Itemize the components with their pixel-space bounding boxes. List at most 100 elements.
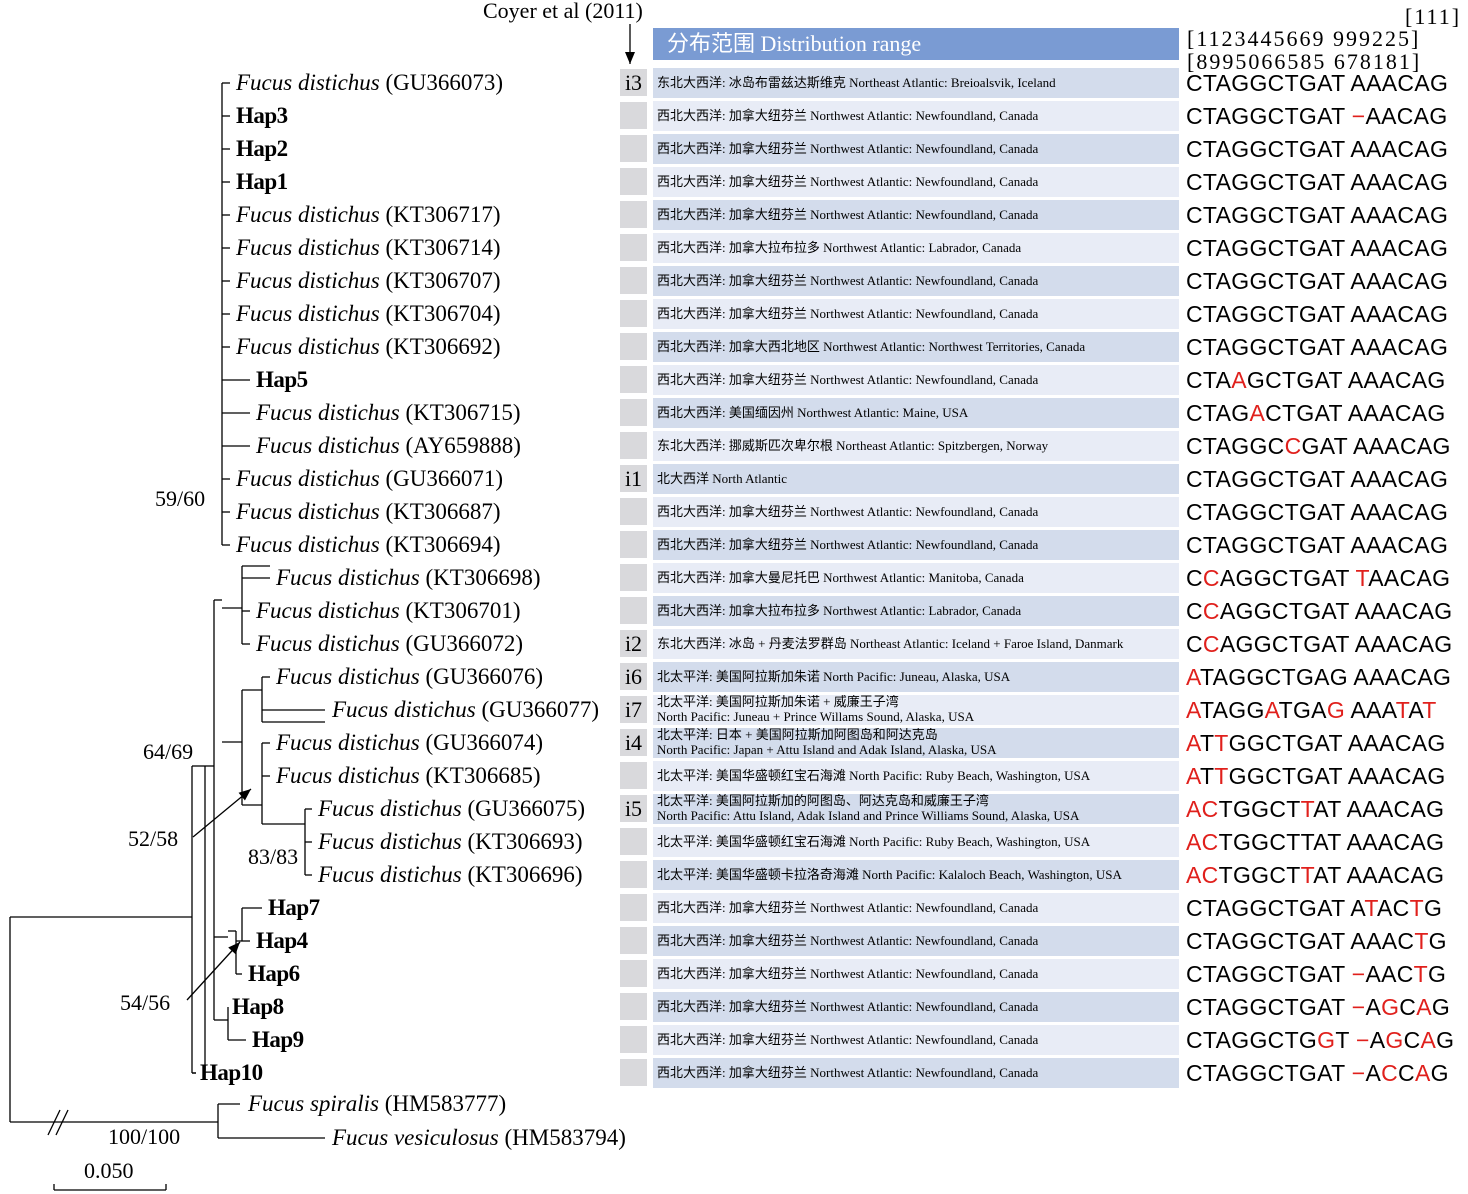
distribution-text: 北大西洋 North Atlantic: [657, 470, 787, 486]
distribution-cell: 西北大西洋: 加拿大纽芬兰 Northwest Atlantic: Newfou…: [653, 200, 1179, 230]
distribution-text: North Pacific: Japan + Attu Island and A…: [657, 742, 997, 757]
sequence: CTAGGCTGAT AAACTG: [1186, 930, 1447, 953]
taxon-label: Fucus distichus (GU366077): [332, 698, 599, 721]
nucleotide: A: [1314, 664, 1330, 690]
distribution-cell: 西北大西洋: 加拿大纽芬兰 Northwest Atlantic: Newfou…: [653, 959, 1179, 989]
taxon-label: Fucus distichus (AY659888): [256, 434, 521, 457]
nucleotide: C: [1267, 928, 1285, 954]
nucleotide: A: [1347, 763, 1364, 789]
nucleotide: T: [1284, 103, 1299, 129]
nucleotide: G: [1231, 1060, 1250, 1086]
nucleotide: A: [1314, 400, 1329, 426]
sequence: CTAGGCTGAT AAACAG: [1186, 534, 1448, 557]
species-name: Fucus distichus: [276, 730, 420, 755]
nucleotide: C: [1394, 730, 1412, 756]
accession-number: (KT306701): [399, 598, 521, 623]
distribution-cell: 西北大西洋: 加拿大纽芬兰 Northwest Atlantic: Newfou…: [653, 992, 1179, 1022]
nucleotide: C: [1399, 433, 1417, 459]
distribution-text: 北太平洋: 美国华盛顿红宝石海滩 North Pacific: Ruby Bea…: [657, 767, 1091, 783]
accession-number: (GU366072): [399, 631, 524, 656]
nucleotide: A: [1414, 532, 1430, 558]
nucleotide: C: [1394, 367, 1412, 393]
coyer-id-box: [620, 432, 647, 459]
taxon-label: Fucus distichus (GU366073): [236, 71, 503, 94]
nucleotide: G: [1329, 664, 1348, 690]
taxon-label: Fucus distichus (KT306717): [236, 203, 500, 226]
nucleotide: T: [1288, 565, 1304, 591]
sequence: CTAGGCTGAT ATACTG: [1186, 897, 1442, 920]
nucleotide: C: [1267, 70, 1285, 96]
distribution-cell: 东北大西洋: 冰岛布雷兹达斯维克 Northeast Atlantic: Bre…: [653, 68, 1179, 98]
accession-number: (HM583794): [498, 1125, 626, 1150]
nucleotide: C: [1201, 829, 1219, 855]
distribution-text: 西北大西洋: 加拿大纽芬兰 Northwest Atlantic: Newfou…: [657, 965, 1039, 981]
nucleotide: C: [1394, 400, 1412, 426]
nucleotide: T: [1284, 169, 1299, 195]
support-value: 59/60: [155, 486, 206, 511]
nucleotide: G: [1231, 301, 1250, 327]
position-header-line1: [111]: [1405, 4, 1462, 29]
nucleotide: C: [1267, 1060, 1285, 1086]
nucleotide: C: [1267, 136, 1285, 162]
nucleotide: G: [1251, 829, 1270, 855]
nucleotide: T: [1331, 994, 1345, 1020]
taxon-label: Hap1: [236, 169, 288, 194]
nucleotide: T: [1284, 961, 1299, 987]
distribution-text: 西北大西洋: 加拿大纽芬兰 Northwest Atlantic: Newfou…: [657, 206, 1039, 222]
nucleotide: C: [1396, 103, 1414, 129]
nucleotide: C: [1186, 235, 1203, 261]
sequence: ATTGGCTGAT AAACAG: [1186, 765, 1446, 788]
nucleotide: C: [1186, 103, 1203, 129]
nucleotide: C: [1267, 268, 1285, 294]
taxon-label: Fucus distichus (KT306707): [236, 269, 500, 292]
nucleotide: T: [1202, 367, 1216, 393]
nucleotide: A: [1215, 301, 1232, 327]
nucleotide: G: [1253, 598, 1272, 624]
nucleotide: G: [1246, 697, 1265, 723]
support-value: 83/83: [248, 844, 299, 869]
nucleotide: G: [1231, 169, 1250, 195]
nucleotide: C: [1397, 928, 1415, 954]
nucleotide: G: [1429, 136, 1449, 162]
distribution-cell: 北太平洋: 美国华盛顿红宝石海滩 North Pacific: Ruby Bea…: [653, 761, 1179, 791]
nucleotide: G: [1249, 70, 1268, 96]
nucleotide: G: [1428, 961, 1447, 987]
nucleotide: G: [1426, 829, 1445, 855]
nucleotide: A: [1317, 928, 1332, 954]
nucleotide: A: [1317, 136, 1332, 162]
nucleotide: A: [1186, 796, 1202, 822]
reference-label: Coyer et al (2011): [483, 0, 643, 23]
nucleotide: T: [1284, 334, 1299, 360]
nucleotide: G: [1246, 763, 1266, 789]
nucleotide: A: [1215, 466, 1232, 492]
nucleotide: A: [1212, 664, 1229, 690]
nucleotide: A: [1377, 862, 1394, 888]
nucleotide: A: [1215, 334, 1232, 360]
nucleotide: T: [1331, 961, 1345, 987]
nucleotide: C: [1186, 466, 1203, 492]
nucleotide: T: [1331, 499, 1345, 525]
nucleotide: C: [1267, 169, 1285, 195]
taxon-label: Fucus distichus (KT306696): [318, 863, 582, 886]
support-value: 52/58: [128, 826, 179, 851]
nucleotide: A: [1215, 136, 1232, 162]
nucleotide: T: [1331, 70, 1345, 96]
nucleotide: A: [1317, 334, 1332, 360]
nucleotide: G: [1231, 433, 1250, 459]
nucleotide: G: [1385, 1027, 1404, 1053]
nucleotide: C: [1401, 598, 1419, 624]
nucleotide: G: [1231, 532, 1250, 558]
nucleotide: C: [1397, 268, 1415, 294]
sequence: CCAGGCTGAT AAACAG: [1186, 600, 1452, 623]
taxon-label: Fucus distichus (GU366076): [276, 665, 543, 688]
nucleotide: G: [1432, 565, 1451, 591]
nucleotide: T: [1300, 862, 1314, 888]
nucleotide: G: [1231, 961, 1250, 987]
nucleotide: G: [1249, 1060, 1268, 1086]
nucleotide: T: [1327, 862, 1342, 888]
nucleotide: A: [1369, 664, 1385, 690]
nucleotide: G: [1436, 1027, 1455, 1053]
support-arrow-head: [238, 789, 251, 801]
taxon-label: Fucus distichus (KT306698): [276, 566, 540, 589]
nucleotide: A: [1215, 103, 1232, 129]
